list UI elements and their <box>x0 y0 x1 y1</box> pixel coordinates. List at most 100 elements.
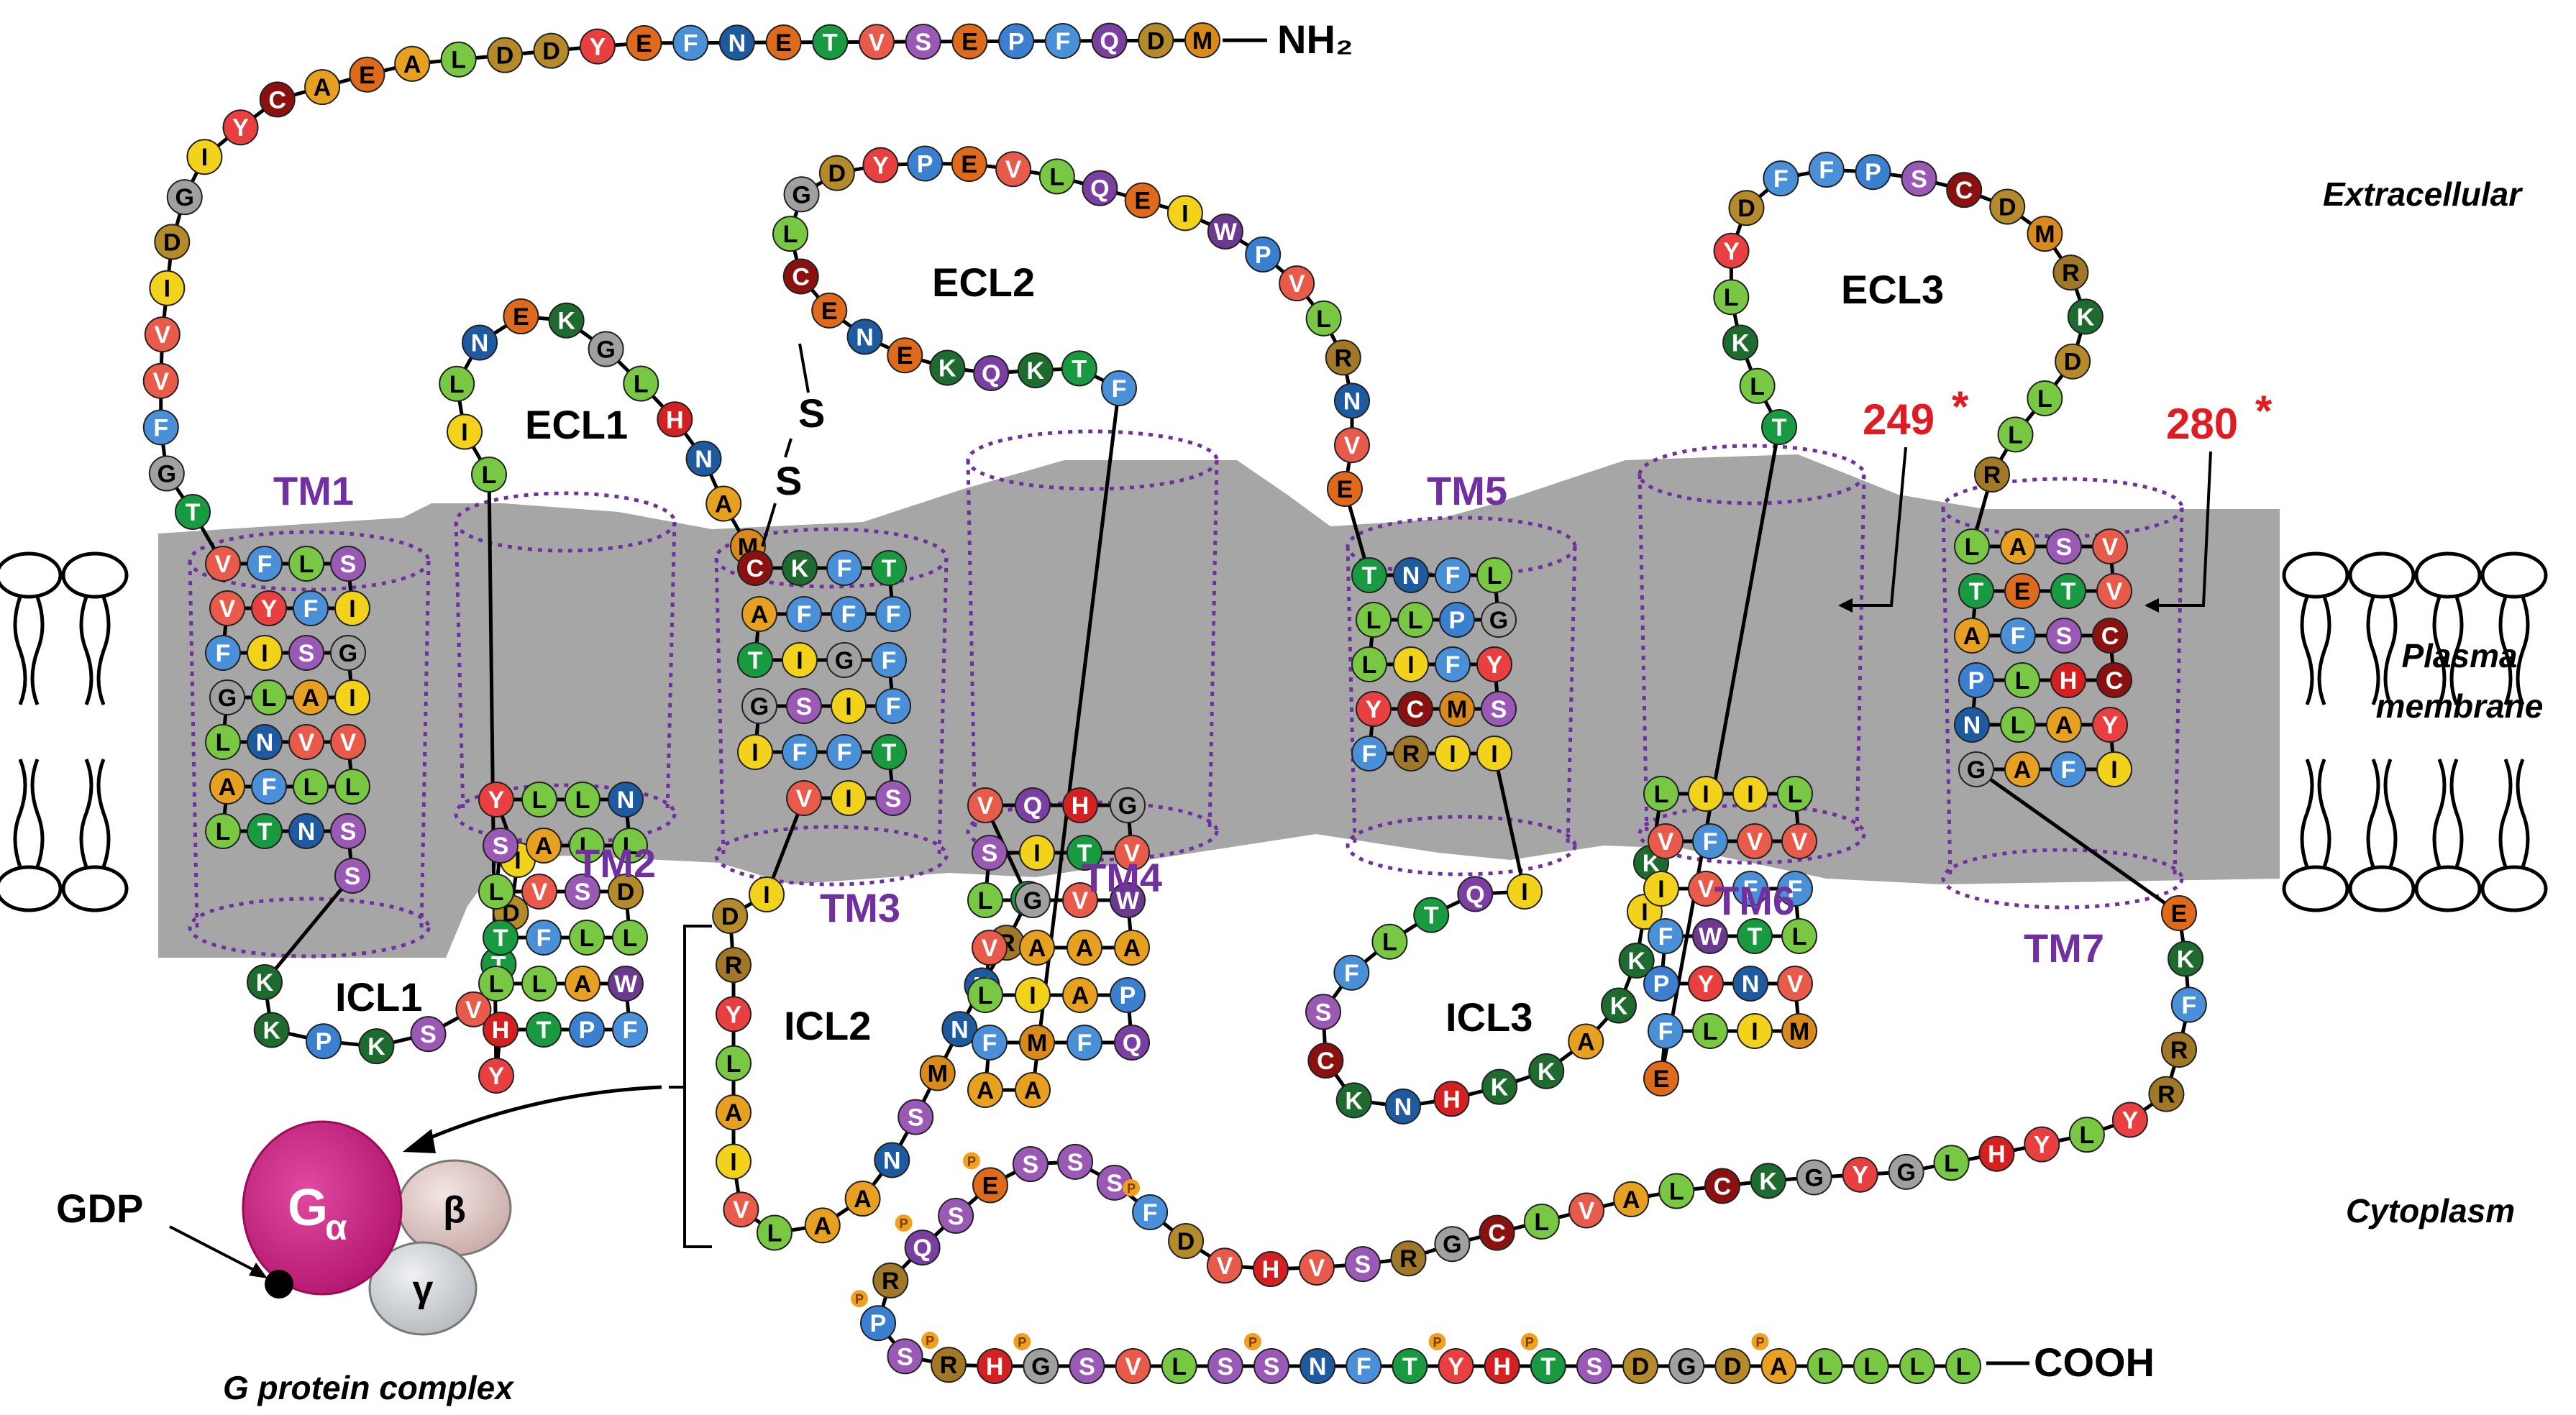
residue-ecl3-8: F <box>1808 152 1845 188</box>
residue-letter: L <box>580 925 595 952</box>
residue-letter: K <box>1538 1058 1556 1086</box>
residue-letter: L <box>1362 651 1377 679</box>
residue-c-term-51: T <box>1530 1348 1566 1384</box>
residue-letter: D <box>1999 193 2017 221</box>
residue-tm5-18: R <box>1393 736 1429 771</box>
residue-letter: E <box>2014 578 2031 605</box>
residue-letter: H <box>1072 792 1090 820</box>
residue-letter: L <box>580 833 595 860</box>
residue-tm4-1: V <box>967 787 1003 823</box>
residue-letter: T <box>1424 902 1439 930</box>
residue-letter: I <box>349 684 355 712</box>
mutation-249-arrowhead <box>1838 598 1853 613</box>
residue-letter: P <box>1255 242 1271 269</box>
residue-letter: N <box>1394 1094 1412 1121</box>
residue-n-term-13: E <box>626 24 662 61</box>
residue-icl2-15: N <box>941 1011 978 1048</box>
residue-tm1-1: V <box>205 546 241 582</box>
residue-letter: K <box>1345 1087 1363 1114</box>
residue-letter: V <box>215 551 232 578</box>
residue-letter: F <box>257 551 273 578</box>
residue-letter: E <box>962 29 978 56</box>
residue-letter: F <box>886 601 901 628</box>
residue-letter: P <box>1653 971 1670 998</box>
residue-letter: L <box>634 371 649 398</box>
residue-ecl3-19: R <box>1974 457 2010 493</box>
residue-letter: L <box>449 371 465 398</box>
residue-letter: F <box>2011 623 2026 650</box>
residue-letter: L <box>1171 1353 1187 1380</box>
residue-ecl3-2: L <box>1739 367 1776 404</box>
residue-letter: H <box>986 1353 1004 1380</box>
residue-tm6-3: I <box>1732 776 1768 812</box>
residue-letter: Y <box>1486 651 1503 679</box>
residue-tm3-14: I <box>831 688 867 724</box>
phospho-site-7: P <box>1243 1333 1261 1350</box>
residue-icl3-8: K <box>1335 1082 1372 1119</box>
residue-c-term-33: S <box>938 1197 974 1234</box>
residue-letter: I <box>1641 899 1648 926</box>
residue-n-term-30: G <box>148 455 185 492</box>
residue-letter: K <box>938 354 956 382</box>
residue-n-term-11: N <box>718 24 755 61</box>
residue-n-term-1: M <box>1184 22 1220 58</box>
c-terminus-label: COOH <box>2034 1340 2155 1385</box>
residue-letter: G <box>1804 1164 1823 1191</box>
residue-letter: D <box>828 160 846 188</box>
residue-letter: A <box>574 971 592 998</box>
residue-tm1-21: L <box>334 769 370 805</box>
residue-letter: F <box>1658 923 1673 951</box>
residue-letter: S <box>1491 696 1507 723</box>
residue-tm4-16: V <box>972 930 1008 966</box>
residue-ecl3-16: D <box>2055 343 2091 380</box>
residue-letter: L <box>532 787 547 814</box>
tm2-label: TM2 <box>575 841 656 886</box>
residue-letter: V <box>219 595 236 623</box>
residue-n-term-7: S <box>905 23 941 60</box>
residue-letter: V <box>977 792 994 820</box>
svg-text:P: P <box>855 1292 864 1306</box>
residue-letter: H <box>1262 1256 1280 1283</box>
residue-tm6-21: M <box>1781 1013 1817 1049</box>
residue-tm1-4: S <box>330 546 366 582</box>
residue-c-term-6: Y <box>2111 1102 2148 1138</box>
residue-icl2-14: M <box>919 1055 956 1091</box>
residue-tm2-2: L <box>521 782 557 818</box>
residue-letter: T <box>1772 414 1787 441</box>
residue-letter: L <box>575 787 590 814</box>
residue-tm6-20: V <box>1777 966 1813 1002</box>
residue-tm1-23: F <box>251 769 287 805</box>
residue-letter: F <box>1703 828 1718 856</box>
residue-tm5-13: S <box>1481 691 1517 727</box>
residue-n-term-15: D <box>533 32 570 69</box>
residue-ecl2-4: Q <box>973 354 1010 391</box>
residue-letter: S <box>796 693 813 720</box>
residue-icl3-13: A <box>1568 1023 1604 1060</box>
residue-n-term-24: G <box>166 179 203 216</box>
phospho-site-9: P <box>1520 1333 1538 1350</box>
residue-letter: K <box>256 969 274 997</box>
residue-icl1-3: P <box>305 1023 342 1060</box>
residue-tm2-20: W <box>608 966 644 1002</box>
residue-letter: P <box>579 1017 595 1044</box>
residue-letter: F <box>982 1030 997 1057</box>
residue-letter: F <box>303 595 319 623</box>
residue-letter: Q <box>1100 28 1118 55</box>
residue-letter: L <box>1909 1353 1924 1380</box>
residue-icl2-2: D <box>712 897 749 934</box>
residue-letter: T <box>1748 923 1763 951</box>
residue-tm2-1: Y <box>478 782 514 818</box>
residue-letter: L <box>783 221 798 248</box>
residue-letter: K <box>367 1033 385 1061</box>
residue-tm6-12: F <box>1777 871 1813 907</box>
residue-letter: C <box>1488 1220 1506 1247</box>
residue-letter: S <box>2056 623 2073 650</box>
phospho-site-8: P <box>1428 1333 1446 1350</box>
ecl3-label: ECL3 <box>1841 267 1944 312</box>
residue-icl3-15: K <box>1618 942 1655 979</box>
residue-ecl2-11: G <box>783 176 820 213</box>
residue-icl2-6: A <box>716 1094 752 1131</box>
residue-letter: L <box>489 879 504 906</box>
residue-letter: I <box>514 847 521 874</box>
residue-letter: W <box>614 971 638 998</box>
